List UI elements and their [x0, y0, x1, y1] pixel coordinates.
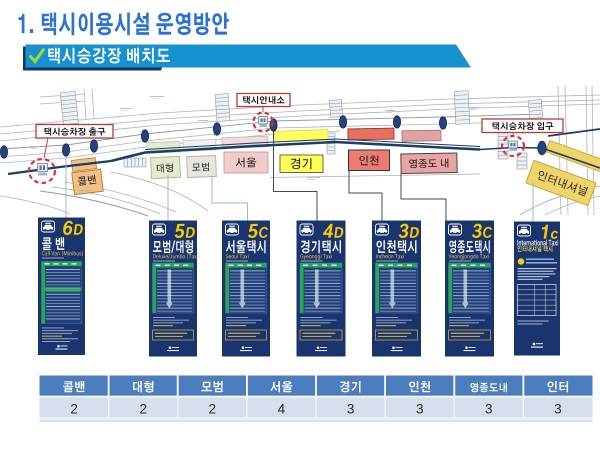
svg-text:3: 3	[485, 402, 493, 417]
svg-text:2: 2	[209, 402, 217, 417]
svg-text:3: 3	[416, 402, 424, 417]
svg-text:2: 2	[139, 402, 147, 417]
svg-text:3: 3	[347, 402, 355, 417]
svg-text:2: 2	[70, 402, 78, 417]
svg-text:4: 4	[278, 402, 286, 417]
svg-text:3: 3	[554, 402, 562, 417]
